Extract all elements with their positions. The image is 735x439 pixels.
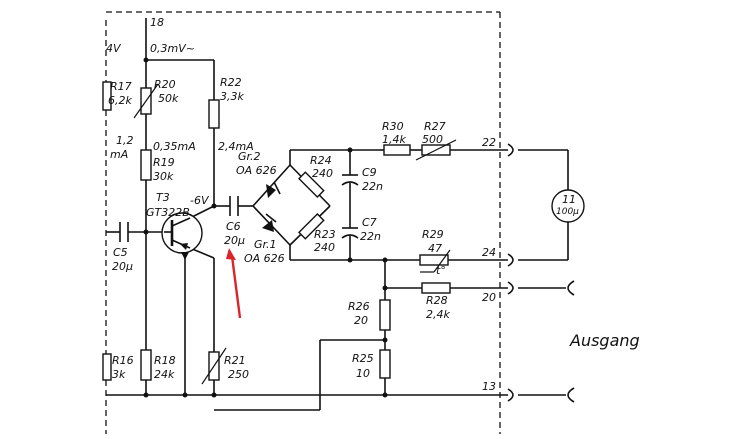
resistor-r28 bbox=[421, 282, 451, 294]
capacitor-c7 bbox=[341, 227, 359, 239]
r22-label: R22 bbox=[220, 76, 242, 89]
left-edge-voltage: 4V bbox=[106, 42, 122, 55]
terminals bbox=[507, 143, 575, 403]
resistor-r25 bbox=[379, 349, 391, 379]
output-socket-20 bbox=[567, 280, 575, 296]
r23-value: 240 bbox=[314, 241, 335, 254]
terminal-20-plug bbox=[507, 281, 514, 295]
t3-voltage: -6V bbox=[190, 194, 210, 207]
resistor-r18 bbox=[140, 349, 152, 381]
c9-label: C9 bbox=[362, 166, 377, 179]
resistor-r23 bbox=[297, 212, 325, 240]
r29-label: R29 bbox=[422, 228, 444, 241]
c9-value: 22n bbox=[362, 180, 383, 193]
current-left-value: 1,2 bbox=[116, 134, 134, 147]
r30-value: 1,4k bbox=[382, 133, 406, 146]
current-r22-label: 2,4mA bbox=[218, 140, 254, 153]
rectifier-bridge bbox=[252, 164, 331, 246]
gr2-type: OA 626 bbox=[236, 164, 277, 177]
r27-value: 500 bbox=[422, 133, 443, 146]
r23-label: R23 bbox=[314, 228, 336, 241]
c6-label: C6 bbox=[226, 220, 241, 233]
diode-gr2 bbox=[266, 181, 281, 198]
r17-label: R17 bbox=[110, 80, 132, 93]
diode-gr1 bbox=[262, 213, 277, 232]
r25-label: R25 bbox=[352, 352, 374, 365]
current-left-unit: mA bbox=[110, 148, 128, 161]
r28-label: R28 bbox=[426, 294, 448, 307]
resistor-r24 bbox=[297, 171, 325, 199]
r29-value: 47 bbox=[428, 242, 442, 255]
r28-value: 2,4k bbox=[426, 308, 450, 321]
voltage-top-label: 0,3mV~ bbox=[150, 42, 195, 55]
terminal-18-label: 18 bbox=[150, 16, 164, 29]
resistor-r17 bbox=[102, 81, 112, 111]
resistor-r19 bbox=[140, 149, 152, 181]
r18-label: R18 bbox=[154, 354, 176, 367]
resistor-r26 bbox=[379, 299, 391, 331]
r26-value: 20 bbox=[354, 314, 368, 327]
meter-gauge bbox=[551, 189, 585, 223]
r30-label: R30 bbox=[382, 120, 404, 133]
meter-label-bottom: 100µ bbox=[556, 207, 579, 217]
capacitor-c9 bbox=[341, 174, 359, 186]
r19-label: R19 bbox=[153, 156, 175, 169]
annotation-arrow bbox=[226, 248, 242, 319]
r27-label: R27 bbox=[424, 120, 446, 133]
terminal-24-plug bbox=[507, 253, 514, 267]
t3-label: T3 bbox=[156, 191, 170, 204]
r18-value: 24k bbox=[154, 368, 175, 381]
current-r19-label: 0,35mA bbox=[153, 140, 196, 153]
r22-value: 3,3k bbox=[220, 90, 244, 103]
gr1-type: OA 626 bbox=[244, 252, 285, 265]
capacitor-c6 bbox=[229, 196, 239, 216]
r26-label: R26 bbox=[348, 300, 370, 313]
r24-value: 240 bbox=[312, 167, 333, 180]
resistor-r22 bbox=[208, 99, 220, 129]
c7-value: 22n bbox=[360, 230, 381, 243]
r24-label: R24 bbox=[310, 154, 332, 167]
r21-value: 250 bbox=[228, 368, 249, 381]
r21-label: R21 bbox=[224, 354, 246, 367]
resistor-r29 bbox=[419, 249, 451, 273]
c7-label: C7 bbox=[362, 216, 377, 229]
gr2-label: Gr.2 bbox=[238, 150, 261, 163]
transistor-t3 bbox=[161, 212, 203, 260]
resistor-r27 bbox=[415, 139, 457, 161]
terminal-22-label: 22 bbox=[482, 136, 496, 149]
terminal-24-label: 24 bbox=[482, 246, 496, 259]
output-socket-13 bbox=[567, 387, 575, 403]
r16-label: R16 bbox=[112, 354, 134, 367]
terminal-13-plug bbox=[507, 388, 514, 402]
t3-type: GT322B bbox=[146, 206, 190, 219]
terminal-13-label: 13 bbox=[482, 380, 496, 393]
gr1-label: Gr.1 bbox=[254, 238, 277, 251]
meter-label-top: 11 bbox=[562, 193, 576, 206]
capacitor-c5 bbox=[119, 222, 129, 242]
r20-value: 50k bbox=[158, 92, 179, 105]
junction-dots bbox=[143, 57, 388, 398]
c5-value: 20µ bbox=[112, 260, 133, 273]
resistor-r30 bbox=[383, 144, 411, 156]
c6-value: 20µ bbox=[224, 234, 245, 247]
r17-value: 6,2k bbox=[108, 94, 132, 107]
resistor-r21 bbox=[201, 347, 227, 385]
resistor-r20 bbox=[133, 83, 159, 119]
output-label: Ausgang bbox=[569, 331, 640, 350]
thermistor-label: t° bbox=[436, 264, 446, 277]
c5-label: C5 bbox=[113, 246, 128, 259]
terminal-20-label: 20 bbox=[482, 291, 496, 304]
resistor-r16 bbox=[102, 353, 112, 381]
terminal-22-plug bbox=[507, 143, 514, 157]
wires bbox=[106, 18, 569, 411]
r25-value: 10 bbox=[356, 367, 370, 380]
r16-value: 3k bbox=[112, 368, 126, 381]
r20-label: R20 bbox=[154, 78, 176, 91]
r19-value: 30k bbox=[153, 170, 174, 183]
